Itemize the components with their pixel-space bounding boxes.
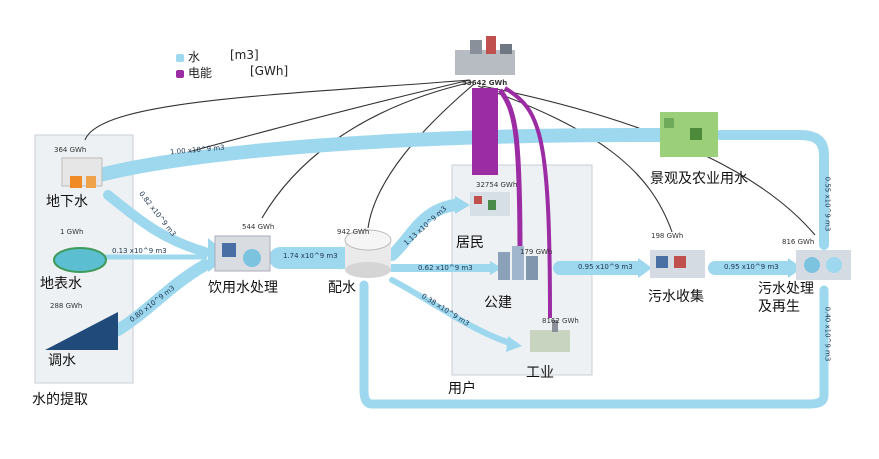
industry-icon [530, 320, 570, 352]
flow-label-reuse-landscape: 0.55 x10^9 m3 [823, 176, 832, 232]
treatment-label: 饮用水处理 [208, 280, 278, 296]
industry-energy: 8162 GWh [542, 317, 579, 325]
transfer-wedge [45, 312, 118, 350]
surface-water-label: 地表水 [40, 276, 82, 292]
flow-label-reuse-distribution: 0.40 x10^9 m3 [823, 306, 832, 362]
surface-water-energy: 1 GWh [60, 228, 84, 236]
flow-groundwater-landscape [93, 128, 647, 182]
flow-label-users-collection: 0.95 x10^9 m3 [578, 263, 633, 271]
legend-water-swatch [176, 54, 184, 62]
distribution-tank-icon [344, 229, 392, 278]
sewage-collection-energy: 198 GWh [651, 232, 684, 240]
industry-label: 工业 [526, 365, 554, 381]
legend-water-unit: [m3] [230, 48, 259, 62]
users-title: 用户 [448, 381, 476, 397]
electricity-flows [472, 86, 552, 319]
elec-industry [503, 86, 552, 319]
public-building-icon [498, 246, 538, 280]
power-plant-icon [455, 36, 515, 75]
public-energy: 179 GWh [520, 248, 553, 256]
flow-label-collection-treatment: 0.95 x10^9 m3 [724, 263, 779, 271]
residential-energy: 32754 GWh [476, 181, 518, 189]
flow-reuse-landscape [715, 130, 829, 250]
distribution-label: 配水 [328, 280, 356, 296]
legend-water-label: 水 [188, 50, 201, 64]
distribution-energy: 942 GWh [337, 228, 370, 236]
sewage-treatment-energy: 816 GWh [782, 238, 815, 246]
flow-reuse-loop-down [359, 280, 829, 409]
treatment-plant-icon [214, 235, 271, 272]
flow-dist-industry [389, 277, 513, 346]
flow-label-dist-public: 0.62 x10^9 m3 [418, 264, 473, 272]
legend-electricity-swatch [176, 70, 184, 78]
surface-water-icon [53, 247, 107, 273]
extraction-title: 水的提取 [32, 392, 88, 408]
landscape-icon [660, 112, 718, 157]
sewage-collection-icon [650, 250, 705, 278]
residential-icon [470, 192, 510, 216]
sewage-treatment-label: 污水处理 及再生 [758, 281, 814, 315]
groundwater-label: 地下水 [46, 194, 88, 210]
residential-label: 居民 [456, 235, 484, 251]
flow-transfer-treatment [112, 259, 211, 336]
groundwater-icon [61, 157, 103, 188]
sewage-collection-label: 污水收集 [648, 289, 704, 305]
flow-label-treatment-distribution: 1.74 x10^9 m3 [283, 252, 338, 260]
water-flows [93, 128, 829, 409]
treatment-energy: 544 GWh [242, 223, 275, 231]
groundwater-energy: 364 GWh [54, 146, 87, 154]
public-label: 公建 [484, 295, 512, 311]
transfer-label: 调水 [48, 353, 76, 369]
landscape-label: 景观及农业用水 [650, 171, 748, 187]
flow-groundwater-treatment [103, 190, 210, 257]
legend-electricity-unit: [GWh] [250, 64, 289, 78]
power-plant-energy: 53642 GWh [462, 79, 508, 87]
transfer-energy: 288 GWh [50, 302, 83, 310]
legend-electricity-label: 电能 [188, 66, 213, 80]
elec-public [497, 88, 523, 256]
flow-label-surface-treatment: 0.13 x10^9 m3 [112, 247, 167, 255]
sewage-treatment-icon [796, 250, 851, 280]
flow-dist-residential [386, 199, 461, 261]
